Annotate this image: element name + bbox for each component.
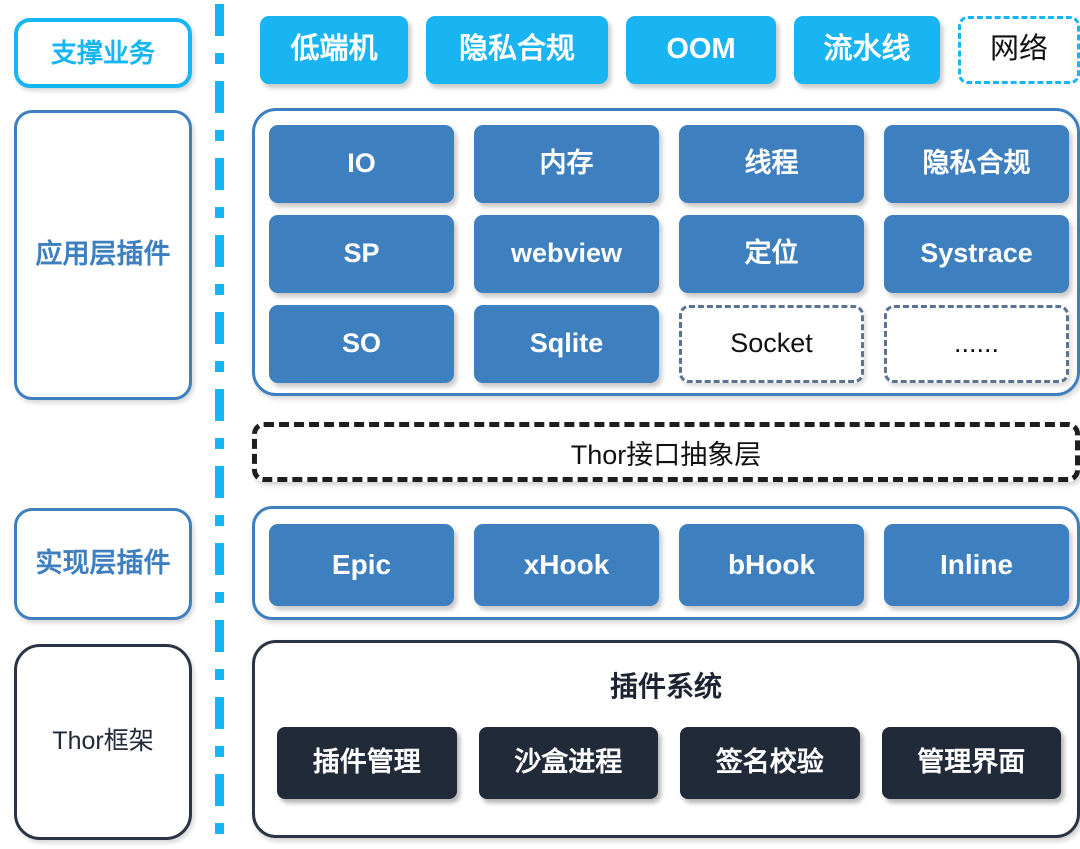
tile-label: bHook: [727, 548, 816, 580]
implementation-plugin-container: Epic xHook bHook Inline: [252, 506, 1080, 620]
tile-label: 签名校验: [715, 747, 824, 778]
layer-label-support-business: 支撑业务: [14, 18, 192, 88]
app-plugin-tile-5[interactable]: SP: [269, 215, 454, 293]
app-plugin-tile-6[interactable]: webview: [474, 215, 659, 293]
plugin-system-container: 插件系统 插件管理 沙盒进程 签名校验 管理界面: [252, 640, 1080, 838]
business-pill-1[interactable]: 低端机: [260, 16, 408, 84]
tile-label: Socket: [730, 328, 813, 359]
business-pill-5[interactable]: 网络: [958, 16, 1080, 84]
layer-label-thor-framework: Thor框架: [14, 644, 192, 840]
tile-label: webview: [510, 238, 623, 269]
tile-label: SP: [343, 238, 380, 269]
tile-label: ......: [953, 328, 999, 359]
tile-label: OOM: [666, 33, 736, 66]
tile-label: 隐私合规: [458, 33, 575, 66]
app-plugin-tile-3[interactable]: 线程: [679, 125, 864, 203]
tile-label: 线程: [744, 148, 799, 179]
supported-business-row: 低端机 隐私合规 OOM 流水线 网络: [244, 16, 1080, 88]
business-pill-4[interactable]: 流水线: [794, 16, 940, 84]
layer-label-application-plugins: 应用层插件: [14, 110, 192, 400]
plugin-system-tile-3[interactable]: 签名校验: [680, 727, 860, 799]
vertical-dash-dot-divider-icon: [215, 4, 224, 847]
implementation-plugin-grid: Epic xHook bHook Inline: [269, 524, 1069, 606]
app-plugin-tile-4[interactable]: 隐私合规: [884, 125, 1069, 203]
plugin-system-grid: 插件管理 沙盒进程 签名校验 管理界面: [277, 727, 1061, 799]
impl-plugin-tile-3[interactable]: bHook: [679, 524, 864, 606]
impl-plugin-tile-4[interactable]: Inline: [884, 524, 1069, 606]
tile-label: 沙盒进程: [514, 747, 623, 778]
app-plugin-tile-2[interactable]: 内存: [474, 125, 659, 203]
business-pill-3[interactable]: OOM: [626, 16, 776, 84]
tile-label: Systrace: [920, 238, 1033, 269]
app-plugin-tile-8[interactable]: Systrace: [884, 215, 1069, 293]
layer-label-text: 应用层插件: [35, 239, 171, 270]
tile-label: 管理界面: [917, 747, 1026, 778]
impl-plugin-tile-1[interactable]: Epic: [269, 524, 454, 606]
tile-label: Sqlite: [529, 328, 604, 359]
app-plugin-tile-9[interactable]: SO: [269, 305, 454, 383]
tile-label: 内存: [539, 148, 594, 179]
tile-label: 插件管理: [312, 747, 421, 778]
plugin-system-tile-2[interactable]: 沙盒进程: [478, 727, 658, 799]
thor-abstraction-layer-label: Thor接口抽象层: [570, 439, 762, 470]
tile-label: xHook: [523, 548, 610, 580]
tile-label: Inline: [939, 548, 1014, 580]
impl-plugin-tile-2[interactable]: xHook: [474, 524, 659, 606]
plugin-system-title: 插件系统: [609, 671, 722, 702]
tile-label: 低端机: [290, 33, 378, 66]
tile-label: Epic: [331, 548, 392, 580]
layer-label-text: 支撑业务: [50, 37, 155, 68]
plugin-system-tile-4[interactable]: 管理界面: [881, 727, 1061, 799]
tile-label: 隐私合规: [922, 148, 1031, 179]
layer-label-implementation-plugins: 实现层插件: [14, 508, 192, 620]
app-plugin-tile-7[interactable]: 定位: [679, 215, 864, 293]
layer-label-text: Thor框架: [52, 727, 154, 756]
plugin-system-tile-1[interactable]: 插件管理: [277, 727, 457, 799]
tile-label: IO: [347, 148, 376, 179]
tile-label: 网络: [989, 33, 1048, 66]
layer-label-text: 实现层插件: [35, 548, 171, 579]
tile-label: 定位: [744, 238, 799, 269]
tile-label: SO: [341, 328, 381, 359]
layer-label-sidebar: 支撑业务 应用层插件 实现层插件 Thor框架: [0, 0, 205, 849]
thor-abstraction-layer-bar: Thor接口抽象层: [252, 422, 1080, 482]
tile-label: 流水线: [823, 33, 911, 66]
app-plugin-tile-12[interactable]: ......: [884, 305, 1069, 383]
business-pill-2[interactable]: 隐私合规: [426, 16, 608, 84]
app-plugin-tile-11[interactable]: Socket: [679, 305, 864, 383]
app-plugin-tile-1[interactable]: IO: [269, 125, 454, 203]
app-plugin-tile-10[interactable]: Sqlite: [474, 305, 659, 383]
